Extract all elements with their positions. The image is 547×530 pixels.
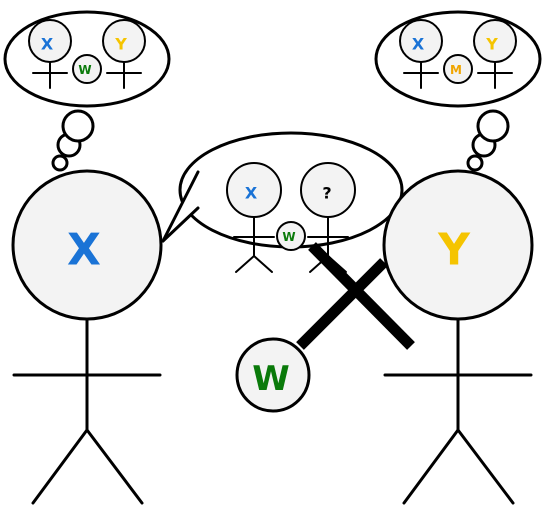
person-x: X — [11, 169, 163, 505]
speech-tail-upper — [161, 170, 200, 243]
person-y: Y — [382, 169, 534, 505]
thought-right-y-label: Y — [485, 35, 498, 54]
person-y-head — [382, 169, 534, 321]
thought-right-y-head — [473, 19, 517, 63]
speech-child-label: W — [282, 230, 295, 244]
thought-right-x-head — [399, 19, 443, 63]
thought-left-y-head — [102, 19, 146, 63]
speech-bubble: X ? W — [161, 131, 404, 273]
cross-stroke-2 — [308, 242, 415, 350]
thought-right-child-head — [443, 54, 473, 84]
person-y-label: Y — [437, 225, 471, 276]
thought-left-y-label: Y — [114, 35, 127, 54]
speech-child-head — [276, 221, 306, 251]
thought-left-x-head — [28, 19, 72, 63]
person-x-label: X — [67, 225, 101, 276]
person-y-leg-left — [402, 428, 460, 505]
thought-left-x-label: X — [41, 35, 54, 54]
speech-x-head — [226, 162, 282, 218]
person-y-leg-right — [456, 428, 515, 505]
thought-right-x-label: X — [412, 35, 425, 54]
speech-tail-lower — [161, 206, 200, 243]
thought-trail-left — [51, 109, 95, 172]
thought-trail-right — [466, 109, 510, 172]
person-x-head — [11, 169, 163, 321]
thought-bubble-left: X Y W — [3, 10, 171, 108]
speech-x-label: X — [245, 184, 258, 203]
thought-left-child-label: W — [78, 63, 91, 77]
thought-bubble-right: X Y M — [374, 10, 542, 108]
cross-stroke-1 — [296, 258, 388, 350]
person-w: W — [235, 337, 311, 413]
person-x-leg-right — [85, 428, 144, 505]
cross-mark — [296, 242, 415, 350]
speech-unknown-head — [300, 162, 356, 218]
person-x-leg-left — [31, 428, 89, 505]
thought-right-child-label: M — [450, 63, 462, 77]
speech-unknown-label: ? — [322, 184, 331, 203]
person-w-label: W — [252, 359, 290, 399]
thought-left-child-head — [72, 54, 102, 84]
person-w-head — [235, 337, 311, 413]
